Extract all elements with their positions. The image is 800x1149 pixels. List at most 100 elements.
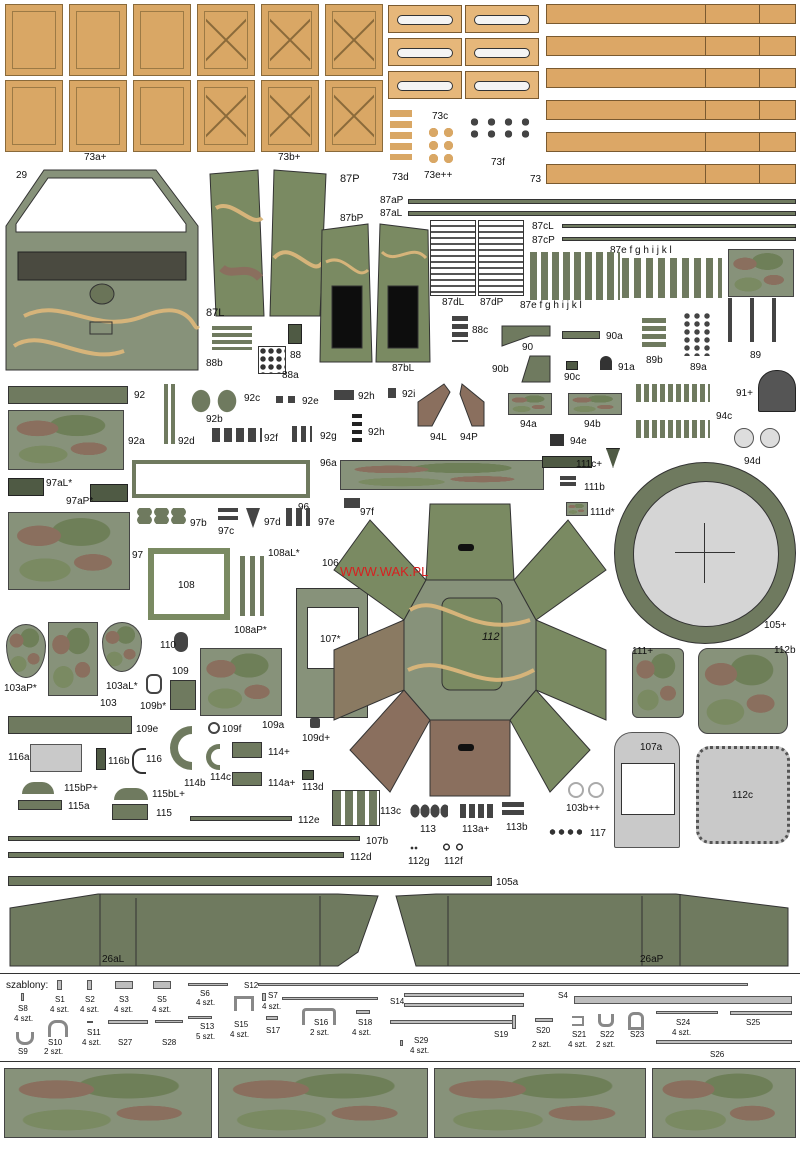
part-label-73b: 73b+ <box>278 152 301 163</box>
template-S17 <box>266 1016 278 1020</box>
part-label-26aL: 26aL <box>102 954 125 965</box>
part-label-92h-top: 92h <box>358 391 375 402</box>
part-label-108: 108 <box>178 580 195 591</box>
template-label-S26: S26 <box>710 1050 725 1059</box>
part-label-111b: 111b <box>584 482 605 493</box>
part-label-87dL: 87dL <box>442 297 465 308</box>
part-label-108aP: 108aP* <box>234 625 267 636</box>
template-qty-S18: 4 szt. <box>352 1028 372 1037</box>
part-label-87e-bottom: 87e f g h i j k l <box>520 300 582 311</box>
part-label-94a: 94a <box>520 419 537 430</box>
part-label-88b: 88b <box>206 358 223 369</box>
template-qty-S13: 5 szt. <box>196 1032 216 1041</box>
crate-part <box>133 80 191 152</box>
template-S15 <box>234 996 254 1011</box>
template-label-S11: S11 <box>87 1028 101 1037</box>
template-S4 <box>574 996 792 1004</box>
template-label-S5: S5 <box>157 995 167 1004</box>
part-115 <box>112 804 148 820</box>
part-112d <box>8 852 344 858</box>
part-92 <box>8 386 128 404</box>
grille-87dP <box>478 220 524 296</box>
part-label-116: 116 <box>146 754 162 765</box>
part-label-92b: 92b <box>206 414 223 425</box>
template-label-S12: S12 <box>244 981 259 990</box>
part-91a <box>600 356 612 370</box>
part-label-97f: 97f <box>360 507 374 518</box>
part-label-87L: 87L <box>206 307 225 319</box>
template-S16 <box>302 1008 336 1025</box>
part-92a <box>8 410 124 470</box>
part-label-87P: 87P <box>340 173 360 185</box>
template-label-S2: S2 <box>85 995 95 1004</box>
roof-112 <box>333 503 607 797</box>
crate-part <box>261 4 319 76</box>
template-label-S21: S21 <box>572 1030 587 1039</box>
part-96a-plate <box>340 460 544 490</box>
part-label-73: 73 <box>530 174 542 185</box>
part-label-88c: 88c <box>472 325 489 336</box>
part-label-92f: 92f <box>264 433 278 444</box>
part-label-29: 29 <box>16 170 28 181</box>
doors-87b <box>319 223 431 363</box>
part-label-73f: 73f <box>491 157 505 168</box>
template-label-S14: S14 <box>390 997 405 1006</box>
camo-strip <box>218 1068 428 1138</box>
part-92d <box>164 384 178 444</box>
part-label-109: 109 <box>172 666 189 677</box>
part-97aP <box>90 484 128 502</box>
template-qty-S22: 2 szt. <box>596 1040 616 1049</box>
template-S14-b <box>404 1003 524 1007</box>
template-label-S10: S10 <box>48 1038 63 1047</box>
part-label-108aL: 108aL* <box>268 548 300 559</box>
part-114 <box>232 742 262 758</box>
template-label-S19: S19 <box>494 1030 509 1039</box>
template-S22 <box>598 1014 614 1027</box>
part-115bL <box>114 788 148 800</box>
part-117 <box>548 828 582 836</box>
watermark: WWW.WAK.PL <box>340 564 429 579</box>
template-S13 <box>188 1016 212 1019</box>
part-116a <box>30 744 82 772</box>
template-label-S8: S8 <box>18 1004 28 1013</box>
template-qty-S20: 2 szt. <box>532 1040 552 1049</box>
part-92g <box>292 426 312 442</box>
part-label-115a: 115a <box>68 801 90 812</box>
part-116 <box>132 748 146 774</box>
crate-part <box>325 80 383 152</box>
template-qty-S5: 4 szt. <box>152 1005 172 1014</box>
template-S19-end <box>512 1015 516 1029</box>
part-109e <box>8 716 132 734</box>
template-label-S17: S17 <box>266 1026 281 1035</box>
part-108a <box>240 556 264 616</box>
part-label-109e: 109e <box>136 724 159 735</box>
template-S5 <box>153 981 171 989</box>
template-S20 <box>535 1018 553 1022</box>
part-label-94e: 94e <box>570 436 587 447</box>
part-107b <box>8 836 360 841</box>
part-label-109b: 109b* <box>140 701 167 712</box>
template-qty-S8: 4 szt. <box>14 1014 34 1023</box>
template-S26 <box>656 1040 792 1044</box>
part-label-97e: 97e <box>318 517 335 528</box>
part-label-112: 112 <box>482 631 500 643</box>
part-label-89: 89 <box>750 350 762 361</box>
part-label-73c: 73c <box>432 111 449 122</box>
crate-slot <box>465 71 539 99</box>
part-111 <box>632 648 684 718</box>
template-S18 <box>356 1010 370 1014</box>
part-91 <box>758 370 796 412</box>
template-label-S6: S6 <box>200 989 210 998</box>
part-114c <box>206 744 220 770</box>
part-label-94L: 94L <box>430 432 447 443</box>
part-114a <box>232 772 262 786</box>
crate-part <box>69 80 127 152</box>
template-label-S13: S13 <box>200 1022 215 1031</box>
part-73f <box>466 116 536 142</box>
part-label-114c: 114c <box>210 772 231 783</box>
part-111b <box>560 476 576 488</box>
crate-part <box>69 4 127 76</box>
plank-part <box>546 100 796 120</box>
part-89a <box>682 312 712 356</box>
part-label-87dP: 87dP <box>480 297 504 308</box>
